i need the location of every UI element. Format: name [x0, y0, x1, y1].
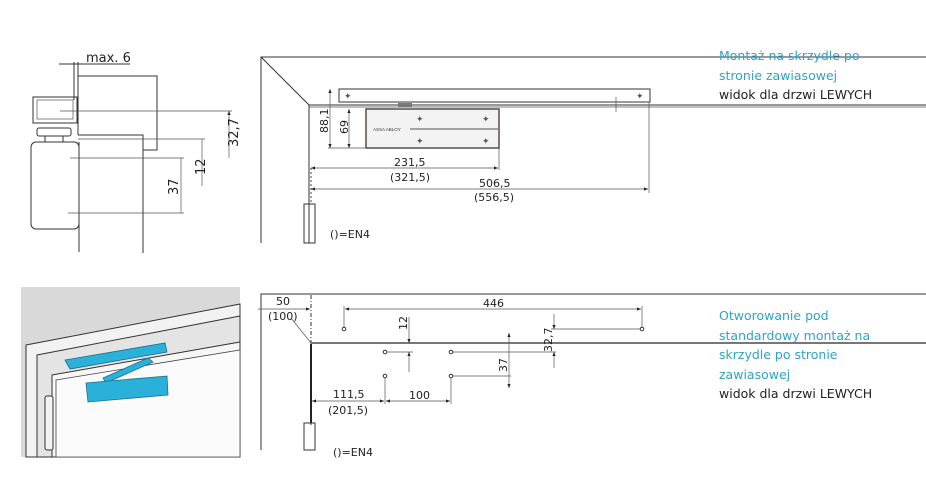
caption-bottom-line3: skrzydle po stronie [719, 347, 838, 362]
dim-50: 50 [276, 295, 290, 308]
caption-top-line3: widok dla drzwi LEWYCH [719, 87, 873, 102]
dim-111-5: 111,5 [333, 388, 365, 401]
caption-bottom-line2: standardowy montaż na [719, 327, 871, 343]
dim-32-7-drill: 32,7 [542, 328, 555, 353]
caption-bottom-line1: Otworowanie pod [719, 308, 829, 323]
hinge [303, 422, 316, 451]
dim-12: 12 [194, 158, 209, 175]
dim-506-5: 506,5 [479, 177, 511, 190]
caption-top-line1: Montaż na skrzydle po [719, 48, 860, 63]
dim-100: 100 [409, 389, 430, 402]
en4-note: ()=EN4 [330, 228, 370, 241]
brand-label: ASSA ABLOY [373, 127, 401, 132]
svg-text:✦: ✦ [416, 114, 424, 124]
dim-446: 446 [483, 297, 504, 310]
svg-text:✦: ✦ [482, 136, 490, 146]
dim-556-5: (556,5) [474, 191, 514, 204]
caption-bottom-line5: widok dla drzwi LEWYCH [719, 386, 873, 401]
closer-body-side [30, 141, 80, 230]
dim-69: 69 [338, 120, 351, 134]
dim-201-5: (201,5) [328, 404, 368, 417]
max-label: max. 6 [86, 51, 131, 66]
side-view: max. 6 32,7 12 37 [30, 51, 242, 253]
dim-32-7: 32,7 [227, 118, 242, 147]
dim-37: 37 [167, 178, 182, 195]
dim-37-drill: 37 [497, 358, 510, 372]
dim-321-5: (321,5) [390, 171, 430, 184]
svg-text:✦: ✦ [482, 114, 490, 124]
dim-231-5: 231,5 [394, 156, 426, 169]
en4-note-drill: ()=EN4 [333, 446, 373, 459]
dim-88-1: 88,1 [318, 109, 331, 134]
door-closer-illustration [21, 287, 241, 458]
drill-holes [341, 326, 645, 379]
dim-100-paren: (100) [268, 310, 298, 323]
screw-icon: ✦ [344, 91, 352, 101]
screw-icon: ✦ [636, 91, 644, 101]
slide-rail [338, 88, 651, 103]
dim-12-drill: 12 [397, 316, 410, 330]
caption-top: Montaż na skrzydle po stronie zawiasowej… [719, 46, 872, 105]
caption-bottom: Otworowanie pod standardowy montaż na sk… [719, 306, 872, 404]
plan-view-top: ✦ ✦ ASSA ABLOY ✦ ✦ ✦ ✦ 88,1 69 231,5 (321,… [260, 56, 926, 244]
arm-shoe [32, 96, 78, 124]
caption-top-line2: stronie zawiasowej [719, 67, 838, 83]
svg-text:✦: ✦ [416, 136, 424, 146]
hinge [303, 203, 316, 244]
caption-bottom-line4: zawiasowej [719, 366, 791, 382]
drilling-view: 50 (100) 446 12 37 32,7 111,5 (201,5) 10… [258, 293, 926, 459]
